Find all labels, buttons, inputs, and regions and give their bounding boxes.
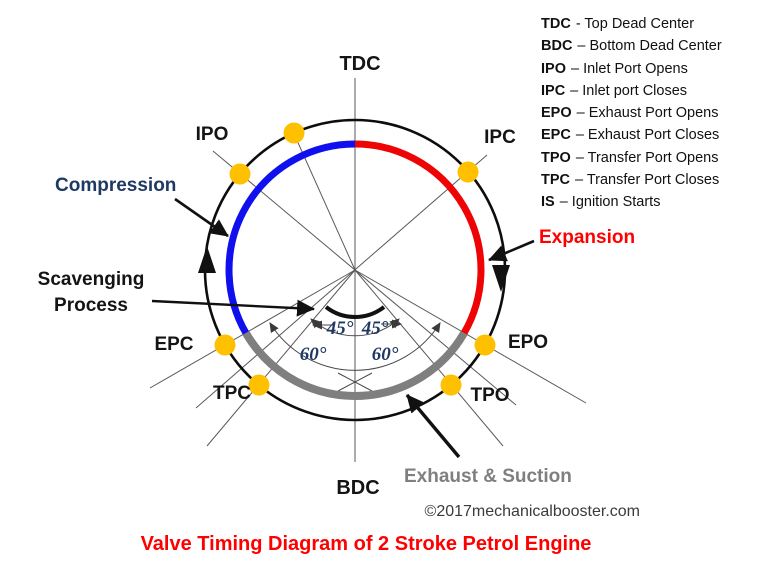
tpc-dot [248,374,270,396]
legend: TDC- Top Dead Center BDC– Bottom Dead Ce… [541,13,761,214]
label-bdc: BDC [336,477,379,499]
legend-item-epc: EPC– Exhaust Port Closes [541,124,761,146]
legend-item-tpc: TPC – Transfer Port Closes [541,169,761,191]
angle-label-60-left: 60° [300,344,327,365]
page-title: Valve Timing Diagram of 2 Stroke Petrol … [140,533,592,555]
cross-mark-line-2 [337,372,373,392]
label-tpo: TPO [470,385,509,406]
compression-arc [225,140,356,335]
ipc-dot [457,161,479,183]
scavenging-process-label: Scavenging Process [25,267,157,319]
compression-label: Compression [55,175,177,196]
ignition-start-dot [283,122,305,144]
legend-item-is: IS– Ignition Starts [541,191,761,213]
ipo-dot [229,163,251,185]
scavenging-arc [324,305,386,319]
label-tpc: TPC [213,383,251,404]
construction-lines [149,78,587,462]
legend-text: – Inlet port Closes [570,82,688,99]
legend-text: – Ignition Starts [559,194,661,211]
rotation-arrow-down-icon [492,265,510,292]
legend-item-ipo: IPO– Inlet Port Opens [541,58,761,80]
legend-text: – Transfer Port Closes [575,172,720,189]
legend-text: – Exhaust Port Closes [575,127,720,144]
legend-abbr: BDC [541,38,573,55]
legend-text: – Inlet Port Opens [570,60,688,77]
ignition-start-line [290,126,356,271]
legend-text: - Top Dead Center [575,16,695,32]
expansion-arrow [488,239,535,262]
label-ipo: IPO [196,124,229,145]
legend-abbr: TDC [541,16,571,32]
angle-label-60-right: 60° [372,344,399,365]
legend-item-tpo: TPO– Transfer Port Opens [541,147,761,169]
copyright-text: ©2017mechanicalbooster.com [424,503,640,520]
exhaust-suction-arrow [405,393,461,459]
exhaust-suction-arc [242,330,468,400]
epc-dot [214,334,236,356]
label-ipc: IPC [484,127,516,148]
compression-arrow [174,197,229,238]
legend-item-bdc: BDC– Bottom Dead Center [541,35,761,57]
legend-abbr: IPC [541,82,566,99]
dimension-arc-60 [269,322,441,371]
legend-text: – Bottom Dead Center [577,38,722,55]
tpo-dot [440,374,462,396]
legend-abbr: IPO [541,60,566,77]
legend-abbr: EPC [541,127,571,144]
expansion-label: Expansion [539,227,636,248]
scavenging-arrow [151,299,315,317]
legend-item-ipc: IPC– Inlet port Closes [541,80,761,102]
angle-label-45-left: 45° [326,318,354,339]
tpo-line [354,269,504,447]
exhaust-suction-label: Exhaust & Suction [404,466,572,487]
epo-line [354,269,587,404]
epc-line [149,269,356,389]
legend-abbr: TPO [541,149,571,166]
label-epo: EPO [508,332,548,353]
rotation-arrow-up-icon [198,246,216,273]
ipc-line [195,154,488,409]
legend-abbr: TPC [541,172,570,189]
tpc-line [206,269,356,447]
expansion-arc [354,140,485,335]
annotation-arrows [151,197,535,459]
legend-item-tdc: TDC- Top Dead Center [541,13,761,35]
label-epc: EPC [154,334,193,355]
label-tdc: TDC [339,53,380,75]
legend-abbr: EPO [541,105,572,122]
port-markers [214,122,496,396]
dimension-arcs [269,318,441,392]
scavenging-label-line2: Process [54,295,128,316]
legend-text: – Exhaust Port Opens [576,105,719,122]
legend-text: – Transfer Port Opens [575,149,719,166]
angle-label-45-right: 45° [361,318,389,339]
legend-abbr: IS [541,194,555,211]
legend-item-epo: EPO– Exhaust Port Opens [541,102,761,124]
ipo-line [212,150,517,406]
scavenging-label-line1: Scavenging [37,269,145,290]
epo-dot [474,334,496,356]
